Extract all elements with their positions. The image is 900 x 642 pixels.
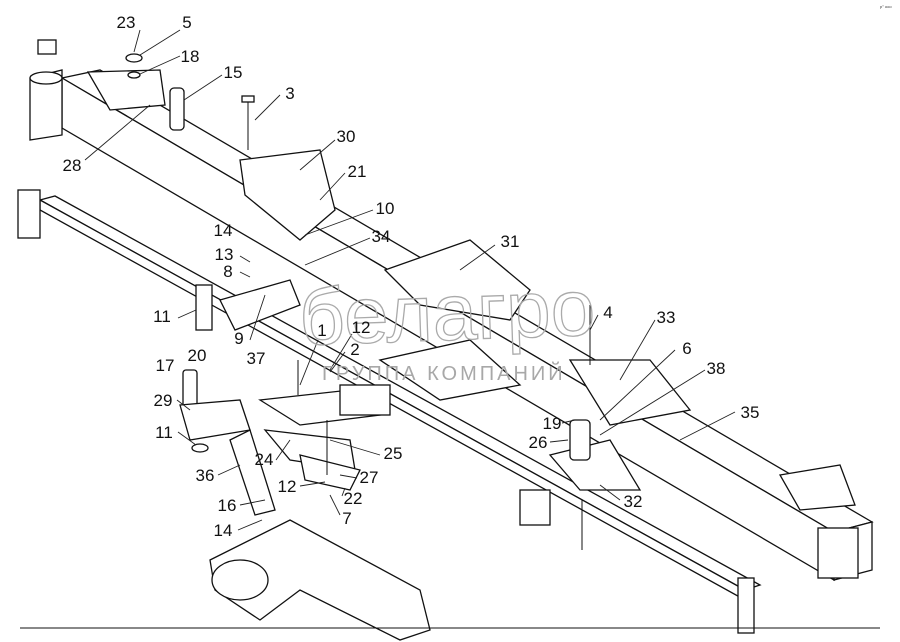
- callout-17: 17: [156, 356, 175, 375]
- callout-14: 14: [214, 221, 233, 240]
- callout-25: 25: [384, 444, 403, 463]
- callouts: 23 5 18 15 3 30 21 28 10 14 34 31 13 8 1…: [63, 13, 760, 540]
- callout-12: 12: [278, 477, 297, 496]
- callout-16: 16: [218, 496, 237, 515]
- callout-26: 26: [529, 433, 548, 452]
- callout-8: 8: [223, 262, 232, 281]
- components: [37, 39, 591, 641]
- tie-bar: [17, 189, 762, 634]
- callout-1: 1: [317, 321, 326, 340]
- callout-7: 7: [342, 509, 351, 528]
- watermark-tagline: ГРУППА КОМПАНИЙ: [322, 361, 566, 385]
- callout-19: 19: [543, 414, 562, 433]
- callout-18: 18: [181, 47, 200, 66]
- callout-9: 9: [234, 329, 243, 348]
- callout-15: 15: [224, 63, 243, 82]
- callout-29: 29: [154, 391, 173, 410]
- callout-10: 10: [376, 199, 395, 218]
- callout-21: 21: [348, 162, 367, 181]
- callout-28: 28: [63, 156, 82, 175]
- callout-12: 12: [352, 318, 371, 337]
- callout-27: 27: [360, 468, 379, 487]
- corner-mark: p° ooo: [880, 4, 892, 9]
- callout-22: 22: [344, 489, 363, 508]
- callout-20: 20: [188, 346, 207, 365]
- callout-11: 11: [153, 307, 171, 326]
- callout-34: 34: [372, 227, 391, 246]
- callout-2: 2: [350, 340, 359, 359]
- callout-6: 6: [682, 339, 691, 358]
- watermark-brand: белагро: [297, 263, 596, 362]
- callout-30: 30: [337, 127, 356, 146]
- callout-35: 35: [741, 403, 760, 422]
- leader-lines: [84, 29, 736, 531]
- callout-14: 14: [214, 521, 233, 540]
- watermark: белагро ГРУППА КОМПАНИЙ: [297, 262, 597, 385]
- callout-5: 5: [182, 13, 191, 32]
- callout-33: 33: [657, 308, 676, 327]
- callout-23: 23: [117, 13, 136, 32]
- callout-24: 24: [255, 450, 274, 469]
- callout-13: 13: [215, 245, 234, 264]
- callout-31: 31: [501, 232, 520, 251]
- callout-11: 11: [155, 423, 173, 442]
- callout-37: 37: [247, 349, 266, 368]
- callout-32: 32: [624, 492, 643, 511]
- callout-4: 4: [603, 303, 612, 322]
- callout-38: 38: [707, 359, 726, 378]
- callout-3: 3: [285, 84, 294, 103]
- callout-36: 36: [196, 466, 215, 485]
- mounting-plates: [86, 69, 856, 511]
